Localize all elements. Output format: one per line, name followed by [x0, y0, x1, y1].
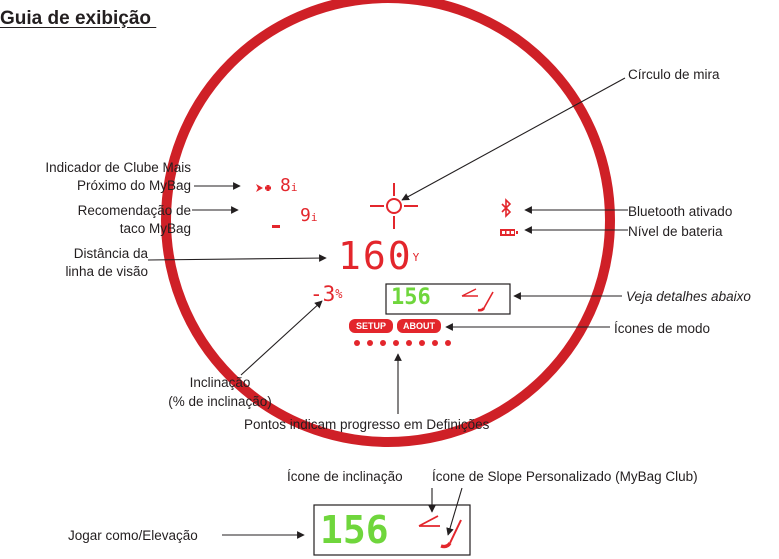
club-bottom-readout: 9i: [300, 207, 317, 227]
page-title: Guia de exibição: [0, 8, 157, 29]
battery-icon: [500, 229, 518, 236]
label-play-as: Jogar como/Elevação: [68, 528, 198, 543]
label-dots-progress: Pontos indicam progresso em Definições: [244, 417, 490, 432]
label-slope-2: (% de inclinação): [168, 394, 272, 409]
club-top-suffix: i: [290, 181, 298, 194]
label-recommendation-2: taco MyBag: [119, 221, 191, 236]
label-line-of-sight-1: Distância da: [73, 246, 148, 261]
label-recommendation-1: Recomendação de: [77, 203, 191, 218]
play-as-readout: 156: [391, 285, 431, 310]
setup-badge: [349, 319, 393, 333]
line-of-sight-arrow: [147, 254, 327, 262]
viewfinder-ring: [161, 0, 615, 447]
play-as-box-detail-frame: [313, 504, 471, 556]
label-reticle: Círculo de mira: [628, 67, 720, 82]
club-bottom-suffix: i: [310, 211, 318, 224]
label-closest-club-1: Indicador de Clube Mais: [45, 160, 191, 175]
club-icon: [477, 291, 494, 312]
club-bottom-number: 9: [300, 205, 311, 226]
recommendation-dash-icon: [272, 225, 280, 228]
distance-readout: 160Y: [338, 236, 421, 276]
about-badge: [397, 319, 441, 333]
play-as-box-frame: [385, 283, 511, 315]
setup-badge-label: SETUP: [355, 321, 386, 331]
reticle-icon: [370, 183, 418, 229]
progress-dots: [354, 340, 451, 346]
slope-value: -3: [310, 282, 336, 306]
slope-readout: -3%: [310, 283, 343, 305]
custom-slope-arrow: [446, 487, 463, 536]
mode-badges: [349, 319, 441, 333]
closest-club-icon: [256, 184, 271, 192]
label-custom-slope-icon: Ícone de Slope Personalizado (MyBag Club…: [432, 469, 698, 484]
club-icon-detail: [440, 519, 462, 549]
slope-arrow: [240, 300, 323, 376]
distance-value: 160: [338, 234, 413, 278]
play-as-readout-detail: 156: [320, 508, 389, 552]
slope-unit: %: [335, 287, 343, 301]
label-see-details: Veja detalhes abaixo: [626, 289, 751, 304]
about-badge-label: ABOUT: [403, 321, 435, 331]
slope-incline-icon-detail: [418, 515, 440, 527]
label-battery: Nível de bateria: [628, 224, 723, 239]
club-top-readout: 8i: [280, 177, 297, 197]
slope-incline-icon: [461, 288, 478, 297]
label-bluetooth: Bluetooth ativado: [628, 204, 733, 219]
label-slope-icon: Ícone de inclinação: [287, 469, 403, 484]
bluetooth-icon: [501, 198, 512, 218]
reticle-arrow: [401, 77, 626, 201]
label-slope-1: Inclinação: [189, 375, 251, 390]
club-top-number: 8: [280, 175, 291, 196]
label-line-of-sight-2: linha de visão: [65, 264, 148, 279]
label-mode-icons: Ícones de modo: [614, 321, 711, 336]
distance-unit: Y: [412, 251, 422, 264]
label-closest-club-2: Próximo do MyBag: [76, 178, 191, 193]
